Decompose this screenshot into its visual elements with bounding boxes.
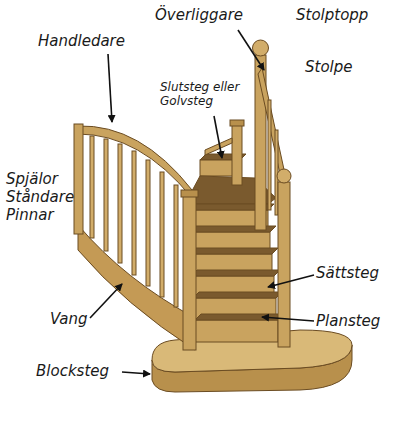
part-label: Slutsteg eller Golvsteg <box>160 80 252 109</box>
leader-arrow <box>90 284 122 318</box>
leader-arrow <box>238 30 264 70</box>
part-label: Handledare <box>38 32 158 50</box>
part-label: Blocksteg <box>36 362 126 380</box>
part-label: Stolpe <box>305 58 395 76</box>
part-label: Överliggare <box>155 6 265 24</box>
leader-arrow <box>268 275 314 287</box>
leader-arrow <box>262 317 314 321</box>
part-label: Vang <box>50 310 100 328</box>
leader-arrow <box>214 116 222 158</box>
part-label: Stolptopp <box>296 6 396 24</box>
part-label: Spjälor Ståndare Pinnar <box>6 170 76 224</box>
part-label: Sättsteg <box>316 264 396 282</box>
leader-arrow <box>122 372 150 374</box>
leader-arrow <box>108 54 112 122</box>
part-label: Plansteg <box>316 312 396 330</box>
